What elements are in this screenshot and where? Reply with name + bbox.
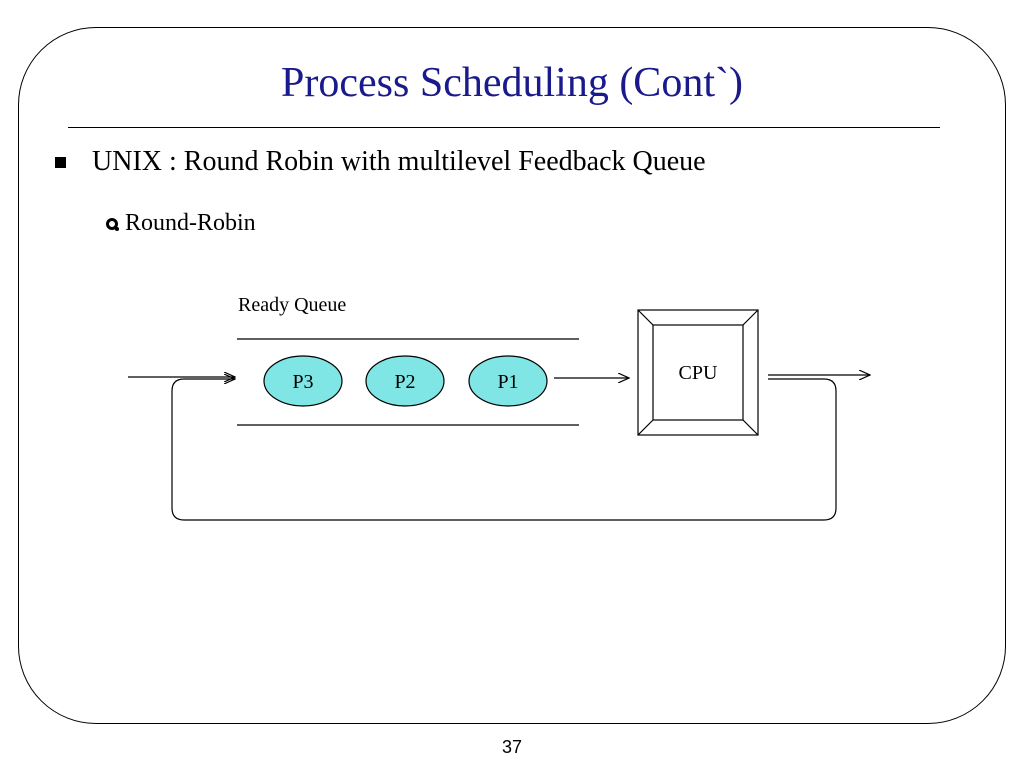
square-bullet-icon (55, 156, 66, 168)
main-bullet-item: UNIX : Round Robin with multilevel Feedb… (55, 146, 706, 178)
cpu-box: CPU (637, 309, 759, 436)
process-node (365, 355, 445, 407)
process-p2: P2 (365, 355, 445, 407)
circle-bullet-icon (106, 217, 119, 231)
slide-title: Process Scheduling (Cont`) (281, 60, 743, 106)
feedback-loop-arrow (171, 379, 837, 521)
sub-bullet-item: Round-Robin (103, 210, 256, 237)
process-p1: P1 (468, 355, 548, 407)
sub-bullet-text: Round-Robin (125, 210, 256, 236)
cpu-label: CPU (679, 362, 718, 384)
main-bullet-text: UNIX : Round Robin with multilevel Feedb… (92, 146, 706, 177)
process-label: P2 (394, 371, 415, 393)
process-label: P1 (497, 371, 518, 393)
process-node (468, 355, 548, 407)
page-number: 37 (501, 737, 523, 757)
title-divider (68, 127, 940, 128)
ready-queue-label: Ready Queue (238, 294, 346, 316)
process-label: P3 (292, 371, 313, 393)
process-p3: P3 (263, 355, 343, 407)
slide-frame (18, 27, 1006, 724)
process-node (263, 355, 343, 407)
